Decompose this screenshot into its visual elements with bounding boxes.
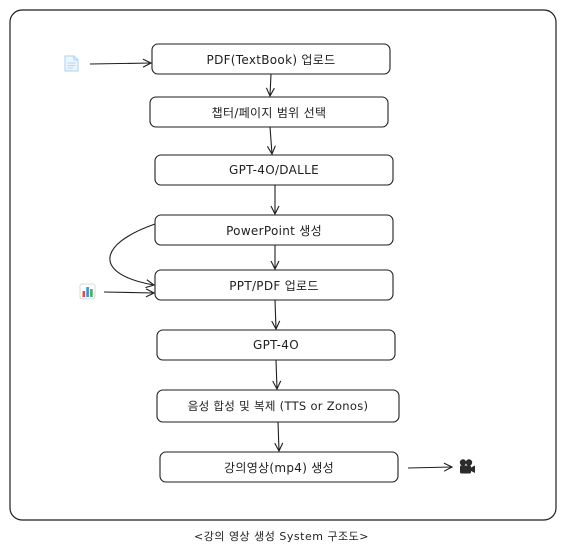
input-arrow-ppt — [103, 292, 154, 293]
connector-arrow — [275, 299, 276, 329]
connector-arrow — [270, 126, 272, 154]
connector-arrow — [270, 73, 271, 96]
step-label-voice: 음성 합성 및 복제 (TTS or Zonos) — [187, 399, 369, 413]
step-box-powerpoint — [154, 214, 394, 246]
step-label-gpt4o: GPT-4O — [253, 338, 299, 352]
input-arrow-pdf — [89, 63, 151, 64]
step-label-upload-ppt: PPT/PDF 업로드 — [229, 278, 319, 293]
movie-camera-icon — [459, 459, 475, 474]
diagram-caption: <강의 영상 생성 System 구조도> — [193, 530, 370, 543]
loop-arrow — [109, 223, 155, 285]
bar-chart-icon — [79, 283, 96, 300]
step-label-powerpoint: PowerPoint 생성 — [226, 223, 322, 238]
output-arrow-video — [407, 467, 452, 468]
connector-arrow — [278, 421, 279, 451]
step-label-select-range: 챕터/페이지 범위 선택 — [211, 105, 327, 120]
step-label-upload-pdf: PDF(TextBook) 업로드 — [206, 52, 336, 67]
document-icon — [64, 55, 79, 72]
outer-frame — [9, 9, 557, 521]
connector-arrow — [276, 359, 277, 389]
step-label-gpt-dalle: GPT-4O/DALLE — [228, 163, 319, 177]
step-label-video: 강의영상(mp4) 생성 — [224, 460, 334, 475]
